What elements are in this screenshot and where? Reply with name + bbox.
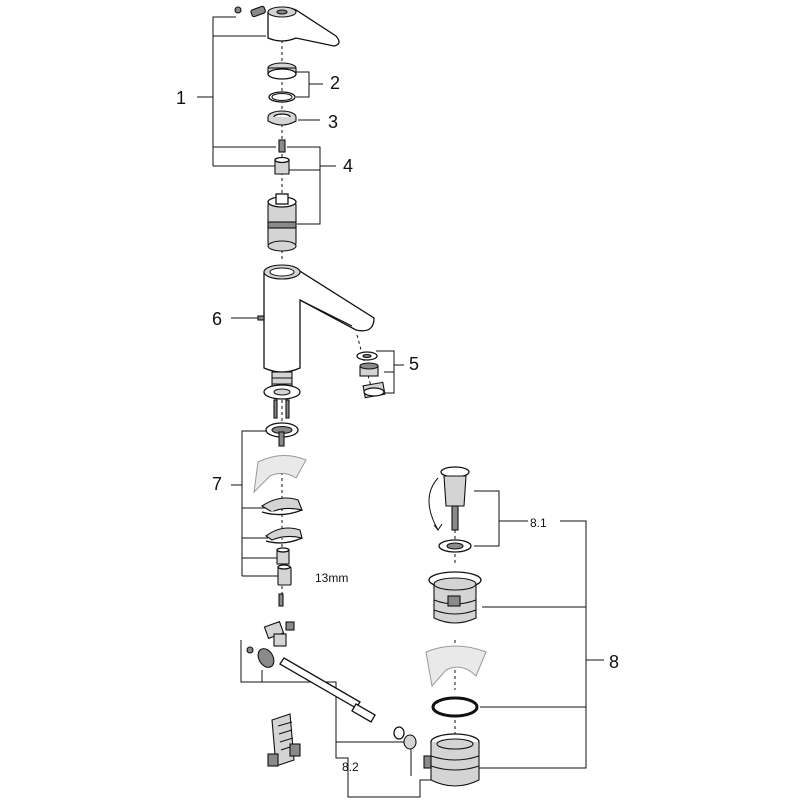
label-5: 5 — [409, 354, 419, 374]
flex-hoses — [267, 713, 301, 767]
part-2-rings — [267, 62, 297, 103]
part-3-cap — [267, 110, 297, 126]
label-2: 2 — [330, 73, 340, 93]
part-4-cartridge — [267, 139, 297, 252]
part-6-faucet-body — [257, 264, 375, 419]
label-6: 6 — [212, 309, 222, 329]
label-8-2: 8.2 — [342, 760, 359, 774]
part-8-drain — [423, 571, 487, 787]
label-13mm: 13mm — [315, 571, 348, 585]
label-3: 3 — [328, 112, 338, 132]
handle-assembly — [234, 5, 340, 47]
part-5-aerator — [356, 351, 386, 399]
label-7: 7 — [212, 474, 222, 494]
label-1: 1 — [176, 88, 186, 108]
part-8-2-linkage — [246, 620, 417, 750]
label-8: 8 — [609, 652, 619, 672]
label-8-1: 8.1 — [530, 516, 547, 530]
part-8-1-plug — [428, 466, 472, 553]
leader-lines — [197, 16, 604, 798]
part-7-mounting — [253, 422, 307, 607]
label-4: 4 — [343, 156, 353, 176]
